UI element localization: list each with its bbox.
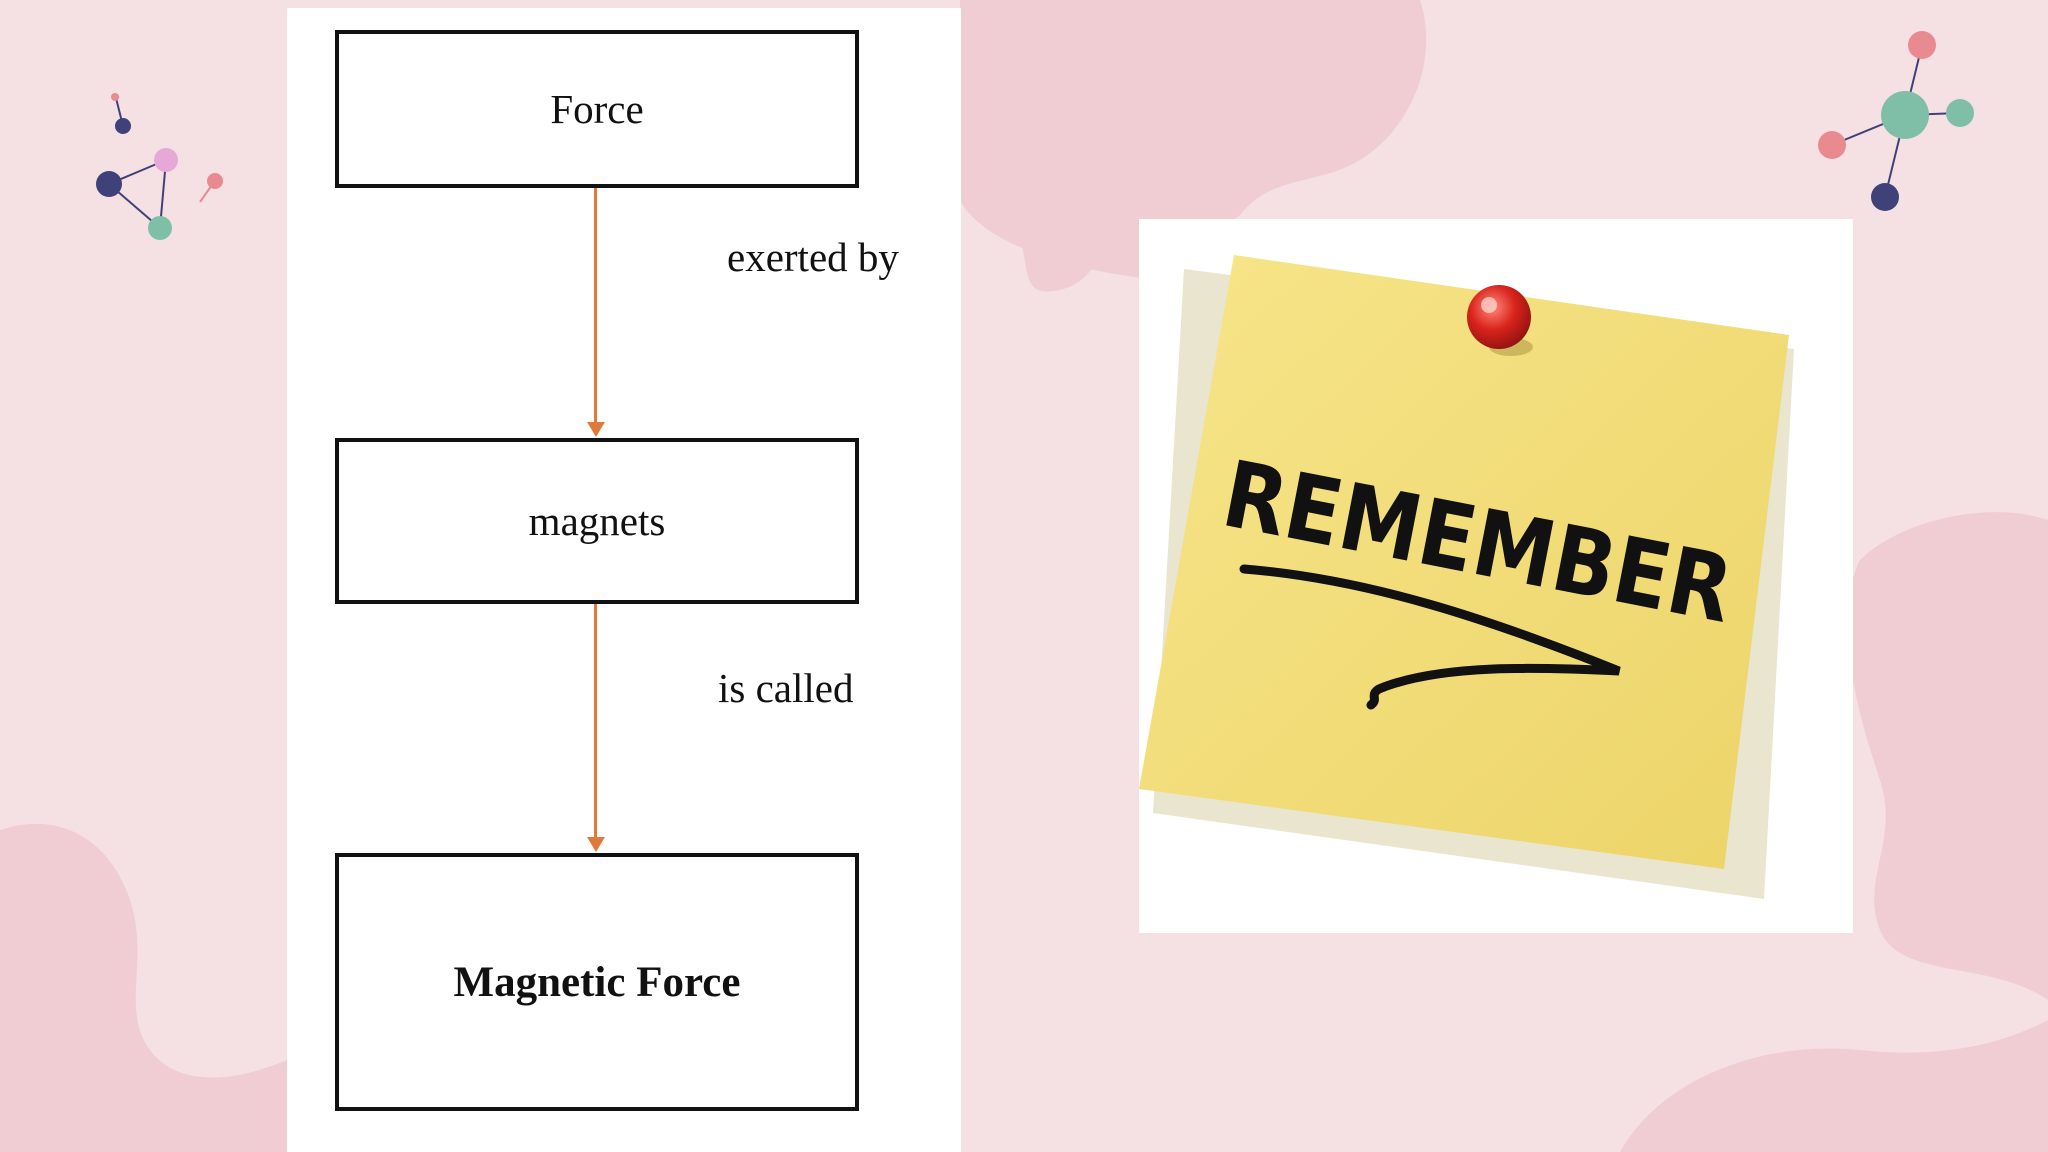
node-magnets-label: magnets — [528, 498, 666, 544]
node-magnetic-force-label: Magnetic Force — [453, 958, 741, 1006]
node-force: Force — [335, 30, 859, 188]
sticky-note — [1139, 255, 1789, 869]
concept-map-panel: Force exerted by magnets is called Magne… — [287, 8, 961, 1152]
arrowhead-icon — [587, 837, 605, 852]
remember-note-image: REMEMBER — [1139, 219, 1853, 933]
molecule-icon-left — [96, 93, 223, 240]
node-magnetic-force: Magnetic Force — [335, 853, 859, 1111]
node-magnets: magnets — [335, 438, 859, 604]
arrow-icon — [1239, 564, 1621, 710]
arrowhead-icon — [587, 422, 605, 437]
edge-label-exerted-by: exerted by — [727, 234, 899, 280]
sticky-note-illustration: REMEMBER — [1139, 255, 1794, 899]
edge-magnets-to-magnetic-force — [594, 604, 597, 839]
edge-force-to-magnets — [594, 188, 597, 424]
node-force-label: Force — [550, 86, 644, 132]
edge-label-is-called: is called — [718, 665, 854, 711]
pushpin-icon — [1467, 285, 1533, 356]
molecule-icon-right — [1818, 31, 1974, 211]
